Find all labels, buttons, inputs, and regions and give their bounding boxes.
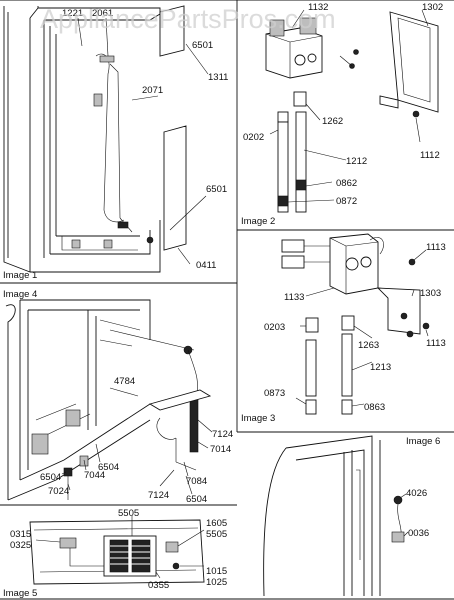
callout-0862: 0862 xyxy=(336,178,357,189)
image2-caption: Image 2 xyxy=(241,216,275,227)
callout-6504-right: 6504 xyxy=(186,494,207,505)
callout-4026: 4026 xyxy=(406,488,427,499)
callout-1262: 1262 xyxy=(322,116,343,127)
callout-1113-top: 1113 xyxy=(426,242,446,253)
callout-1212: 1212 xyxy=(346,156,367,167)
callout-2071: 2071 xyxy=(142,85,163,96)
callout-5505-top: 5505 xyxy=(118,508,139,519)
callout-0355: 0355 xyxy=(148,580,169,591)
grille-lines xyxy=(110,545,150,565)
callout-6501-bottom: 6501 xyxy=(206,184,227,195)
callout-7044: 7044 xyxy=(84,470,105,481)
image6-caption: Image 6 xyxy=(406,436,440,447)
image4-caption: Image 4 xyxy=(3,289,37,300)
image3-panel: 1113 1303 1133 0203 1263 1113 1213 0873 … xyxy=(241,233,446,424)
callout-0202: 0202 xyxy=(243,132,264,143)
callout-7124-bottom: 7124 xyxy=(148,490,169,501)
callout-7024: 7024 xyxy=(48,486,69,497)
image2-panel: 1132 1302 0202 1262 1212 0862 0872 1112 … xyxy=(241,2,443,227)
image5-panel: 5505 0315 0325 1605 5505 0355 1015 1025 … xyxy=(3,508,227,599)
callout-1213: 1213 xyxy=(370,362,391,373)
callout-1113-bottom: 1113 xyxy=(426,338,446,349)
callout-1263: 1263 xyxy=(358,340,379,351)
callout-0315: 0315 xyxy=(10,529,31,540)
image3-caption: Image 3 xyxy=(241,413,275,424)
callout-0873: 0873 xyxy=(264,388,285,399)
callout-1221: 1221 xyxy=(62,8,83,19)
watermark: AppliancePartsPros.com xyxy=(40,4,336,34)
callout-2061: 2061 xyxy=(92,8,113,19)
callout-6501-top: 6501 xyxy=(192,40,213,51)
callout-0036: 0036 xyxy=(408,528,429,539)
callout-1025: 1025 xyxy=(206,577,227,588)
callout-0411: 0411 xyxy=(196,260,216,271)
callout-7084: 7084 xyxy=(186,476,207,487)
callout-1112: 1112 xyxy=(420,150,440,161)
callout-0863: 0863 xyxy=(364,402,385,413)
callout-1302: 1302 xyxy=(422,2,443,13)
callout-5505-right: 5505 xyxy=(206,529,227,540)
image5-caption: Image 5 xyxy=(3,588,37,599)
callout-7124-right: 7124 xyxy=(212,429,233,440)
callout-1132: 1132 xyxy=(308,2,328,13)
callout-1133: 1133 xyxy=(284,292,304,303)
callout-0203: 0203 xyxy=(264,322,285,333)
callout-1303: 1303 xyxy=(420,288,441,299)
callout-0872: 0872 xyxy=(336,196,357,207)
callout-7014: 7014 xyxy=(210,444,231,455)
callout-1015: 1015 xyxy=(206,566,227,577)
callout-4784: 4784 xyxy=(114,376,135,387)
image1-panel: 1221 2061 6501 1311 2071 6501 0411 Image… xyxy=(3,5,228,281)
image6-panel: Image 6 4026 0036 xyxy=(263,435,440,597)
callout-6504-left: 6504 xyxy=(40,472,61,483)
callout-1311: 1311 xyxy=(208,72,228,83)
callout-6504-mid: 6504 xyxy=(98,462,119,473)
callout-1605: 1605 xyxy=(206,518,227,529)
image4-panel: Image 4 4784 7124 7014 6504 7044 6504 70… xyxy=(3,289,233,505)
callout-0325: 0325 xyxy=(10,540,31,551)
image1-caption: Image 1 xyxy=(3,270,37,281)
